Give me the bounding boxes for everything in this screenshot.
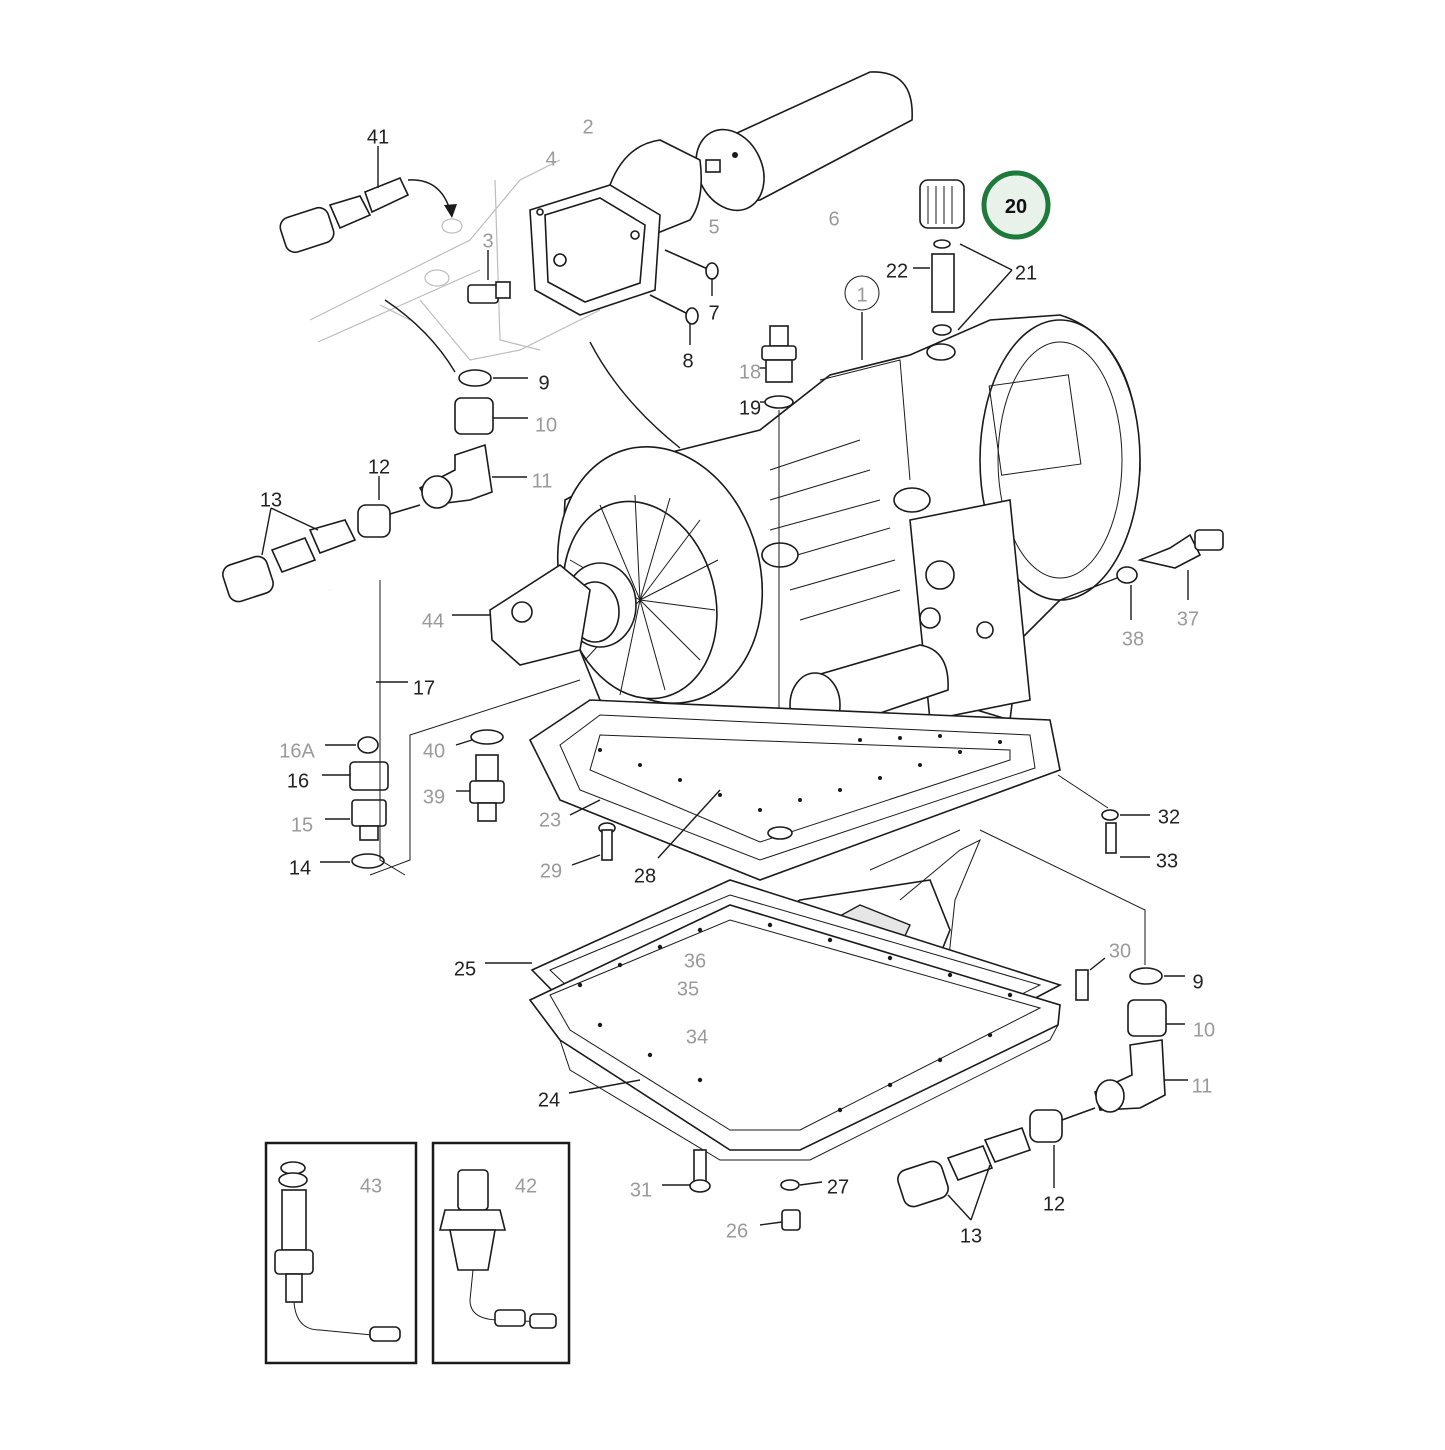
bolt-8 bbox=[649, 294, 699, 345]
transmission-housing bbox=[556, 275, 1141, 761]
callout-label-13: 13 bbox=[260, 489, 282, 511]
pto-unit-44 bbox=[452, 564, 591, 666]
callout-label-22: 22 bbox=[886, 260, 908, 282]
callout-label-40: 40 bbox=[423, 740, 445, 762]
fitting-stack-left bbox=[357, 369, 528, 538]
callout-label-37: 37 bbox=[1177, 608, 1199, 630]
inset-42 bbox=[431, 1141, 571, 1365]
oil-filter-canister bbox=[695, 71, 913, 212]
dipstick-tube-17 bbox=[320, 580, 581, 876]
callout-label-34: 34 bbox=[686, 1026, 708, 1048]
bolt-29 bbox=[571, 822, 616, 866]
callout-label-28: 28 bbox=[634, 865, 656, 887]
engine-block-outline bbox=[309, 159, 601, 361]
callout-label-11: 11 bbox=[532, 470, 553, 492]
oil-pan-upper-23 bbox=[528, 699, 1061, 881]
drain-plug-26 bbox=[759, 1179, 823, 1231]
quick-coupler-13-right bbox=[897, 1127, 1032, 1221]
callout-label-1: 1 bbox=[856, 284, 867, 306]
filter-adapter bbox=[529, 139, 703, 316]
callout-label-27: 27 bbox=[827, 1176, 849, 1198]
callout-label-36: 36 bbox=[684, 950, 706, 972]
oil-pan-lower-24 bbox=[485, 879, 1063, 1161]
bolt-7 bbox=[664, 249, 719, 296]
callout-label-33: 33 bbox=[1156, 850, 1178, 872]
callout-label-32: 32 bbox=[1158, 806, 1180, 828]
bolt-31 bbox=[662, 1149, 711, 1193]
callout-label-16A: 16A bbox=[279, 740, 315, 762]
callout-label-39: 39 bbox=[423, 786, 445, 808]
sensor-39 bbox=[455, 729, 505, 822]
callout-label-13b: 13 bbox=[960, 1225, 982, 1247]
callout-label-9b: 9 bbox=[1192, 971, 1203, 993]
inset-43 bbox=[264, 1141, 418, 1365]
callout-label-21: 21 bbox=[1015, 262, 1037, 284]
bolt-33 bbox=[1057, 774, 1150, 858]
callout-label-43: 43 bbox=[360, 1175, 382, 1197]
callout-label-26: 26 bbox=[726, 1220, 748, 1242]
callout-label-2: 2 bbox=[582, 116, 593, 138]
highlight-ring bbox=[981, 170, 1051, 240]
highlight-label: 20 bbox=[1005, 196, 1027, 218]
bolt-30 bbox=[1075, 957, 1106, 1001]
callout-label-15: 15 bbox=[291, 814, 313, 836]
callout-label-31: 31 bbox=[630, 1179, 652, 1201]
callout-label-44: 44 bbox=[422, 610, 444, 632]
quick-coupler-41 bbox=[279, 146, 457, 254]
callout-label-9: 9 bbox=[538, 372, 549, 394]
callout-label-29: 29 bbox=[540, 860, 562, 882]
fitting-3 bbox=[467, 250, 511, 304]
callout-label-16: 16 bbox=[287, 770, 309, 792]
callout-label-5: 5 bbox=[708, 216, 719, 238]
highlighted-part-callout[interactable]: 20 bbox=[981, 170, 1051, 240]
callout-label-24: 24 bbox=[538, 1089, 560, 1111]
callout-label-3: 3 bbox=[482, 230, 493, 252]
breather-cap-20 bbox=[913, 179, 1013, 336]
callout-label-17: 17 bbox=[413, 677, 435, 699]
callout-label-38: 38 bbox=[1122, 628, 1144, 650]
callout-label-7: 7 bbox=[708, 302, 719, 324]
callout-label-23: 23 bbox=[539, 809, 561, 831]
callout-label-8: 8 bbox=[682, 350, 693, 372]
sensor-37 bbox=[1059, 529, 1224, 620]
callout-label-11b: 11 bbox=[1192, 1075, 1213, 1097]
callout-label-12: 12 bbox=[368, 456, 390, 478]
callout-label-10: 10 bbox=[535, 414, 557, 436]
callout-label-35: 35 bbox=[677, 978, 699, 1000]
callout-label-42: 42 bbox=[515, 1175, 537, 1197]
callout-label-18: 18 bbox=[739, 361, 761, 383]
quick-coupler-13-left bbox=[222, 507, 357, 603]
callout-label-25: 25 bbox=[454, 958, 476, 980]
callout-label-12b: 12 bbox=[1043, 1193, 1065, 1215]
callout-label-41: 41 bbox=[367, 126, 389, 148]
callout-label-6: 6 bbox=[828, 208, 839, 230]
callout-label-14: 14 bbox=[289, 857, 311, 879]
fitting-stack-right bbox=[979, 829, 1188, 1188]
callout-label-10b: 10 bbox=[1193, 1019, 1215, 1041]
callout-label-4: 4 bbox=[545, 148, 556, 170]
callout-label-30: 30 bbox=[1109, 940, 1131, 962]
callout-label-19: 19 bbox=[739, 397, 761, 419]
